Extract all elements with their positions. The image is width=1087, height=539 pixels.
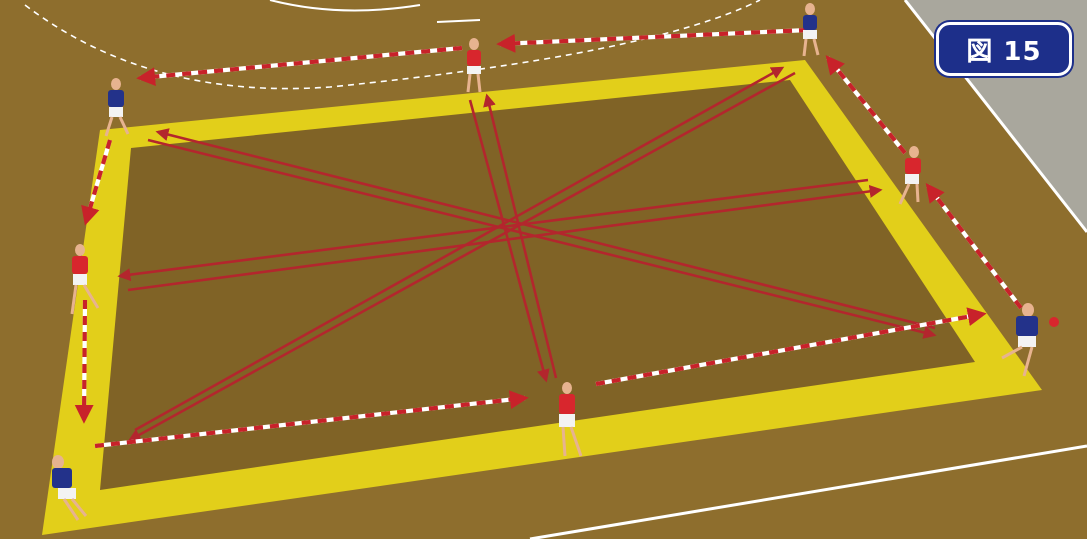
figure-label: 図 15 [966, 31, 1041, 68]
figure-label-badge: 図 15 [936, 22, 1072, 76]
